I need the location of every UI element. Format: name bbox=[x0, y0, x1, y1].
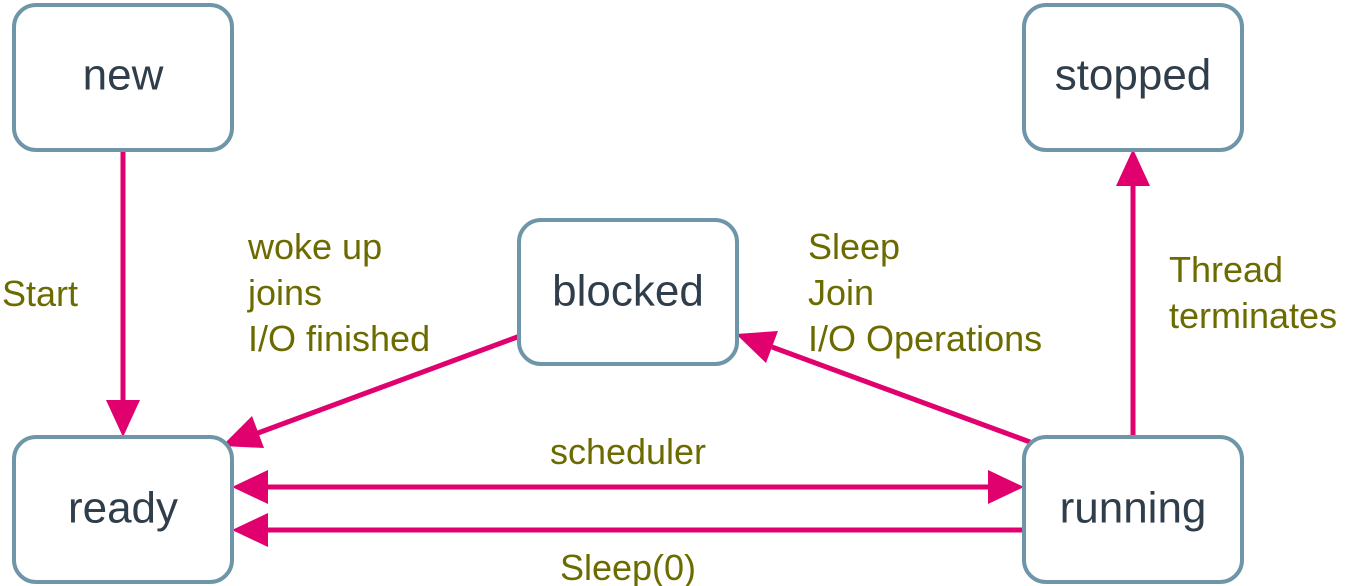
label-wake-line: I/O finished bbox=[248, 318, 430, 359]
state-stopped-label: stopped bbox=[1055, 51, 1212, 100]
label-block-line: Join bbox=[808, 272, 874, 313]
label-scheduler-line: scheduler bbox=[550, 431, 706, 472]
label-wake-line: joins bbox=[247, 272, 322, 313]
edge-start bbox=[106, 150, 140, 437]
state-blocked-label: blocked bbox=[552, 267, 704, 316]
edge-block bbox=[736, 331, 1031, 445]
label-yield-line: Sleep(0) bbox=[560, 547, 696, 586]
state-new-label: new bbox=[83, 51, 164, 100]
label-block-line: I/O Operations bbox=[808, 318, 1042, 359]
label-start-line: Start bbox=[2, 273, 78, 314]
label-wake: woke up joins I/O finished bbox=[247, 226, 430, 359]
label-wake-line: woke up bbox=[247, 226, 382, 267]
label-terminate-line: terminates bbox=[1169, 295, 1337, 336]
label-yield: Sleep(0) bbox=[560, 547, 696, 586]
state-running: running bbox=[1022, 435, 1244, 584]
edge-terminate bbox=[1116, 149, 1150, 437]
state-stopped: stopped bbox=[1022, 3, 1244, 152]
label-scheduler: scheduler bbox=[550, 431, 706, 472]
label-block-line: Sleep bbox=[808, 226, 900, 267]
label-start: Start bbox=[2, 273, 78, 314]
state-blocked: blocked bbox=[517, 218, 739, 366]
state-ready-label: ready bbox=[68, 484, 178, 533]
state-ready: ready bbox=[12, 435, 234, 584]
edge-yield bbox=[232, 513, 1024, 547]
state-running-label: running bbox=[1060, 484, 1207, 533]
state-new: new bbox=[12, 3, 234, 152]
edge-wake bbox=[222, 333, 521, 448]
label-terminate-line: Thread bbox=[1169, 249, 1283, 290]
label-terminate: Thread terminates bbox=[1169, 249, 1337, 336]
label-block: Sleep Join I/O Operations bbox=[808, 226, 1042, 359]
edge-scheduler bbox=[232, 470, 1024, 504]
